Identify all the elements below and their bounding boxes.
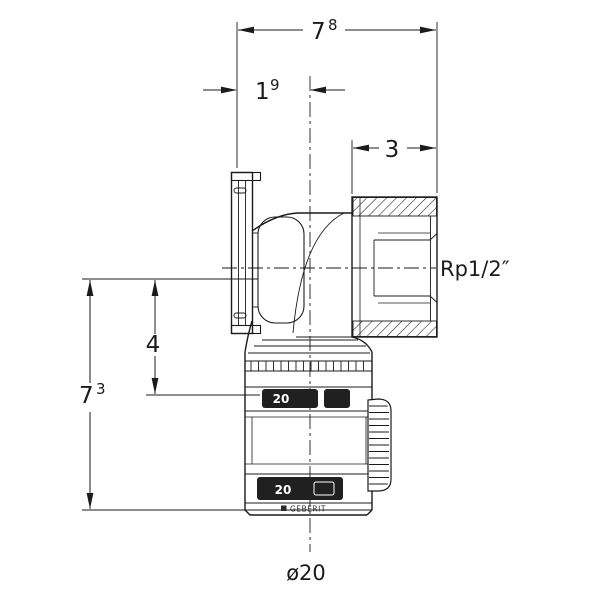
dim-top-width-sup: 8 — [328, 16, 338, 34]
marking-window-lower — [257, 477, 343, 500]
chamfer-top — [429, 233, 438, 241]
thread-size-label: Rp1/2″ — [440, 257, 510, 281]
dim-overall-height-sup: 3 — [96, 380, 106, 398]
dim-overall-height-main: 7 — [79, 383, 94, 409]
marking-icon — [313, 481, 335, 496]
marking-lower-label: 20 — [275, 483, 292, 497]
chamfer-bottom — [429, 295, 438, 303]
pushfit-socket: 20 20 GEBERIT — [244, 339, 373, 516]
marking-upper-label: 20 — [273, 392, 290, 406]
brand-label: GEBERIT — [290, 505, 326, 514]
dim-insertion-depth: 4 — [146, 332, 161, 358]
dimension-lines — [82, 22, 438, 511]
mounting-slot-bottom — [233, 312, 247, 319]
elbow-body — [244, 212, 373, 353]
release-clip — [367, 398, 392, 492]
brand-logo — [281, 505, 287, 511]
thread-hatch-top — [352, 197, 437, 217]
mounting-slot-top — [233, 187, 247, 194]
wall-plate — [230, 171, 262, 335]
marking-window-upper-2 — [324, 389, 350, 408]
dim-top-width-main: 7 — [311, 19, 326, 45]
marking-window-upper — [262, 389, 318, 408]
bend-inner-contour — [292, 212, 345, 334]
grip-ring-ticks — [248, 361, 370, 371]
dim-axis-offset-main: 1 — [255, 79, 270, 105]
thread-hatch-bottom — [352, 320, 437, 337]
dim-socket-depth: 3 — [385, 137, 400, 163]
dim-axis-offset-sup: 9 — [270, 76, 280, 94]
dimension-labels: 7 8 1 9 3 Rp1/2″ 4 7 3 ø20 — [79, 16, 510, 585]
threaded-socket — [351, 196, 438, 338]
pipe-diameter-label: ø20 — [286, 561, 326, 585]
collar — [257, 216, 305, 324]
